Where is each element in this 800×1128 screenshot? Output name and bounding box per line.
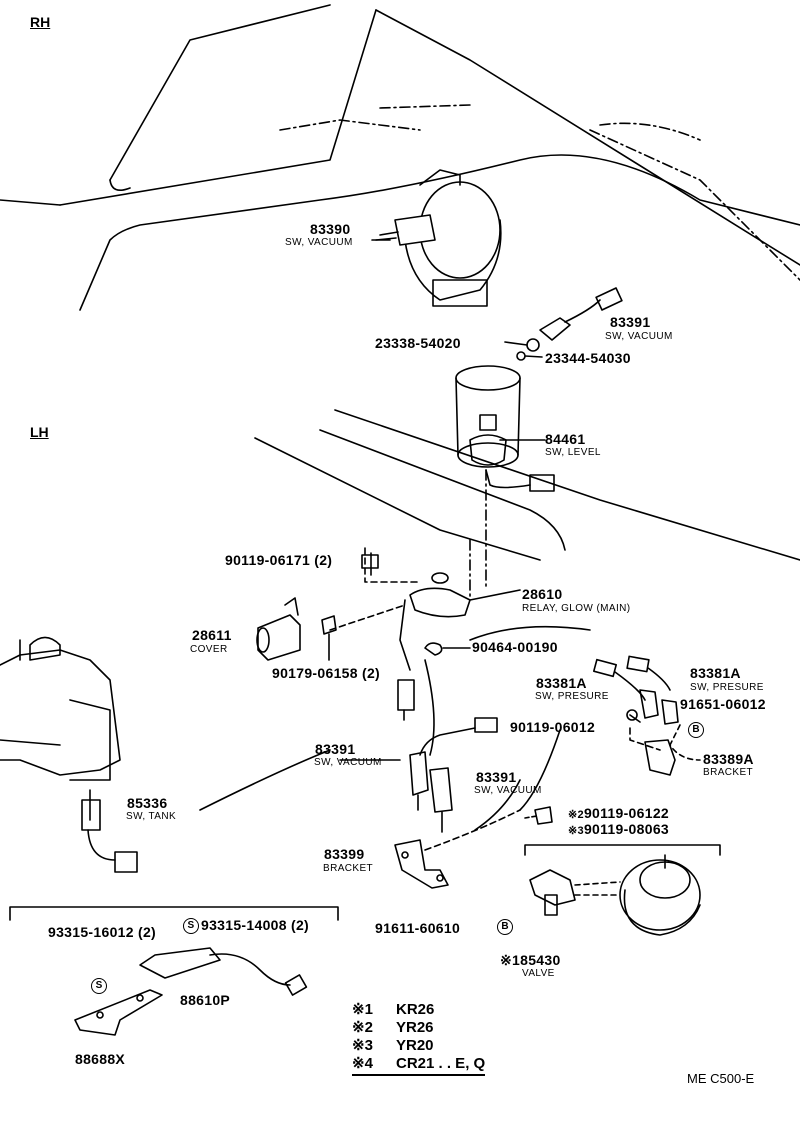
- cover-28611: [256, 597, 301, 661]
- part-name-83391-low: SW, VACUUM: [474, 785, 542, 796]
- legend-row-4: ※4 CR21 . . E, Q: [352, 1054, 486, 1076]
- part-number-93315-14008: 93315-14008 (2): [201, 917, 310, 933]
- part-number-85430: 85430: [520, 952, 561, 968]
- vacuum-switches-83391-lower: [409, 659, 498, 833]
- part-name-83390: SW, VACUUM: [285, 237, 353, 248]
- part-name-28610: RELAY, GLOW (MAIN): [522, 603, 631, 614]
- part-name-83399: BRACKET: [323, 863, 374, 874]
- part-number-90119-06122: 90119-06122: [583, 805, 669, 821]
- lh-body-outline: [254, 409, 800, 601]
- callout-s-93315-14008: S: [183, 918, 199, 935]
- part-number-85336: 85336: [127, 795, 168, 811]
- part-label-85430: ※185430: [500, 953, 561, 967]
- part-number-88610p: 88610P: [180, 992, 231, 1008]
- part-name-85336: SW, TANK: [126, 811, 177, 822]
- glow-relay-28610: [329, 547, 521, 721]
- callout-b-91611-text: B: [497, 919, 513, 935]
- legend-row-3: ※3 YR20: [352, 1036, 434, 1054]
- part-name-83391-top: SW, VACUUM: [605, 331, 673, 342]
- legend-model-2: YR26: [396, 1019, 434, 1036]
- callout-b-91651-text: B: [688, 722, 704, 738]
- part-number-90179-06158: 90179-06158 (2): [272, 665, 381, 681]
- bracket-88688x: [74, 989, 163, 1036]
- part-name-84461: SW, LEVEL: [545, 447, 601, 458]
- callout-s-bracket-text: S: [91, 978, 107, 994]
- bolt-90119-06122: [524, 806, 553, 825]
- vacuum-switch-83391-top: [504, 287, 623, 361]
- part-number-91651-06012: 91651-06012: [680, 696, 766, 712]
- callout-s-bracket: S: [91, 978, 107, 994]
- mark-3: ※3: [568, 825, 584, 837]
- legend-mark-3: ※3: [352, 1037, 373, 1054]
- heater-88610p: [9, 906, 339, 996]
- level-switch-84461: [455, 365, 555, 492]
- legend-model-1: KR26: [396, 1001, 435, 1018]
- part-name-83391-mid: SW, VACUUM: [314, 757, 382, 768]
- part-label-90119-06122: ※290119-06122: [568, 806, 669, 821]
- rh-body-outline: [0, 4, 800, 311]
- part-name-28611: COVER: [190, 644, 228, 655]
- part-number-28610: 28610: [522, 586, 563, 602]
- callout-b-91611: B: [497, 919, 513, 935]
- legend-model-3: YR20: [396, 1037, 434, 1054]
- section-label-rh: RH: [30, 14, 51, 30]
- legend-row-2: ※2 YR26: [352, 1018, 434, 1036]
- washer-tank: [0, 636, 138, 873]
- part-number-83399: 83399: [324, 846, 365, 862]
- bracket-83399: [394, 809, 521, 889]
- pressure-switches-83381a: [592, 655, 701, 776]
- legend-mark-2: ※2: [352, 1019, 373, 1036]
- mark-1: ※1: [500, 952, 521, 968]
- part-label-90119-08063: ※390119-08063: [568, 822, 669, 837]
- part-number-23338-54020: 23338-54020: [375, 335, 461, 351]
- part-number-83389a: 83389A: [703, 751, 754, 767]
- part-number-83391-low: 83391: [476, 769, 517, 785]
- clip-90464: [424, 625, 591, 656]
- part-number-83381a-right: 83381A: [690, 665, 741, 681]
- part-number-90119-06171: 90119-06171 (2): [225, 552, 333, 568]
- legend-model-4: CR21 . . E, Q: [396, 1055, 486, 1072]
- drawing-code: ME C500-E: [687, 1071, 755, 1086]
- callout-b-91651: B: [688, 722, 704, 738]
- part-name-83389a: BRACKET: [703, 767, 754, 778]
- part-number-90119-08063: 90119-08063: [583, 821, 669, 837]
- part-number-23344-54030: 23344-54030: [545, 350, 631, 366]
- legend-mark-4: ※4: [352, 1055, 373, 1072]
- vacuum-tank-83390: [371, 169, 502, 307]
- part-number-83391-top: 83391: [610, 314, 651, 330]
- section-label-lh: LH: [30, 424, 49, 440]
- part-number-84461: 84461: [545, 431, 586, 447]
- mark-2: ※2: [568, 809, 584, 821]
- valve-85430: [524, 844, 721, 936]
- legend-mark-1: ※1: [352, 1001, 373, 1018]
- part-number-91611-60610: 91611-60610: [375, 920, 461, 936]
- part-number-88688x: 88688X: [75, 1051, 126, 1067]
- part-number-90119-06012: 90119-06012: [510, 719, 596, 735]
- part-number-83390: 83390: [310, 221, 351, 237]
- part-name-83381a-right: SW, PRESURE: [690, 682, 764, 693]
- part-number-93315-16012: 93315-16012 (2): [48, 924, 157, 940]
- part-number-83381a-left: 83381A: [536, 675, 587, 691]
- nut-90179: [321, 615, 337, 661]
- part-number-28611: 28611: [192, 627, 232, 643]
- legend-row-1: ※1 KR26: [352, 1000, 434, 1018]
- part-name-85430: VALVE: [522, 968, 555, 979]
- part-name-83381a-left: SW, PRESURE: [535, 691, 609, 702]
- part-number-90464-00190: 90464-00190: [472, 639, 558, 655]
- part-number-83391-mid: 83391: [315, 741, 356, 757]
- routing-lines: [199, 729, 561, 831]
